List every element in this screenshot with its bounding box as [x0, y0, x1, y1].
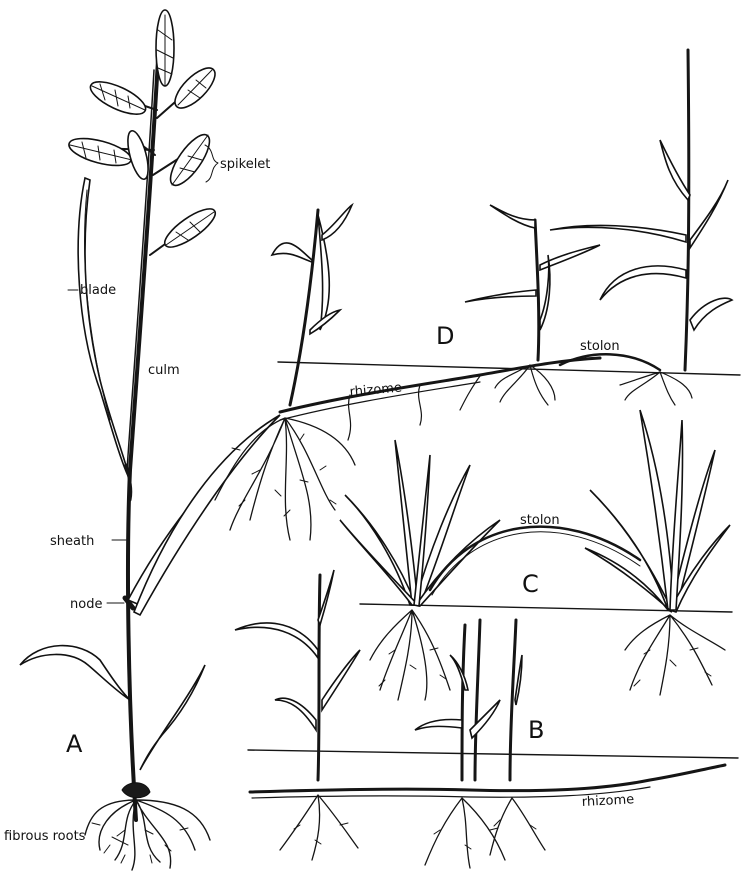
label-stolon-d: stolon [580, 339, 620, 354]
plant-a [20, 10, 270, 870]
ground-line-d [278, 362, 740, 375]
spikelets [66, 10, 221, 253]
label-blade: blade [80, 283, 116, 298]
label-spikelet: spikelet [220, 157, 270, 172]
plant-b [235, 570, 738, 868]
rhizome-b-line [250, 765, 725, 792]
label-stolon-c: stolon [520, 513, 560, 528]
panel-label-a: A [66, 730, 83, 758]
plant-d [272, 50, 740, 440]
fibrous-roots-a [85, 783, 210, 870]
panel-label-c: C [522, 570, 539, 598]
label-culm: culm [148, 363, 180, 378]
stolon-d-line [560, 354, 660, 370]
ground-line-b [248, 750, 738, 758]
plant-c [340, 410, 732, 700]
label-rhizome-b: rhizome [581, 792, 634, 810]
blade-leaf [78, 178, 130, 480]
panel-label-b: B [528, 716, 544, 744]
label-rhizome-d: rhizome [349, 380, 403, 400]
label-node: node [70, 597, 102, 612]
label-sheath: sheath [50, 534, 94, 549]
panel-label-d: D [436, 322, 454, 350]
label-fibrous-roots: fibrous roots [4, 829, 86, 844]
roots-d-left [215, 418, 355, 540]
